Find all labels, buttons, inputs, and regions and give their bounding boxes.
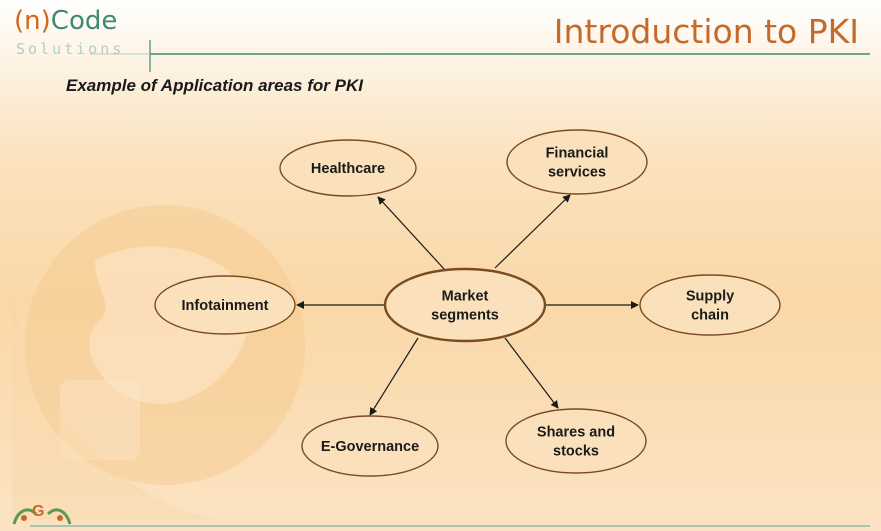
e-governance-node: E-Governance (301, 415, 439, 477)
supply-chain-label: chain (691, 308, 729, 324)
financial-services-node: Financial services (506, 129, 648, 195)
shares-and-stocks-node: Shares and stocks (505, 408, 647, 474)
infotainment-ellipse (154, 275, 296, 335)
market-segments-label: segments (431, 308, 499, 324)
diagram-subtitle: Example of Application areas for PKI (66, 76, 363, 95)
financial-services-label: Financial (546, 146, 609, 162)
supply-chain-ellipse (639, 274, 781, 336)
e-governance-label: E-Governance (321, 439, 419, 455)
market-segments-label: Market (442, 289, 489, 305)
supply-chain-label: Supply (686, 289, 734, 305)
e-governance-ellipse (301, 415, 439, 477)
arrow-to-e-governance (369, 337, 419, 416)
page-title: Introduction to PKI (553, 12, 859, 51)
infotainment-label: Infotainment (182, 298, 269, 314)
infotainment-node: Infotainment (154, 275, 296, 335)
shares-and-stocks-ellipse (505, 408, 647, 474)
financial-services-label: services (548, 165, 606, 181)
footer-logo (12, 508, 72, 525)
arrow-to-healthcare (377, 196, 446, 271)
supply-chain-node: Supply chain (639, 274, 781, 336)
shares-and-stocks-label: stocks (553, 444, 599, 460)
shares-and-stocks-label: Shares and (537, 425, 615, 441)
arrow-to-financial-services (494, 194, 571, 269)
market-segments-ellipse (383, 267, 547, 343)
healthcare-node: Healthcare (279, 139, 417, 197)
company-logo: (n)Code (14, 6, 118, 36)
arrow-to-shares-and-stocks (504, 337, 559, 409)
footer-logo-letter: G (32, 503, 45, 520)
market-segments-node: Market segments (383, 267, 547, 343)
financial-services-ellipse (506, 129, 648, 195)
healthcare-label: Healthcare (311, 161, 385, 177)
healthcare-ellipse (279, 139, 417, 197)
